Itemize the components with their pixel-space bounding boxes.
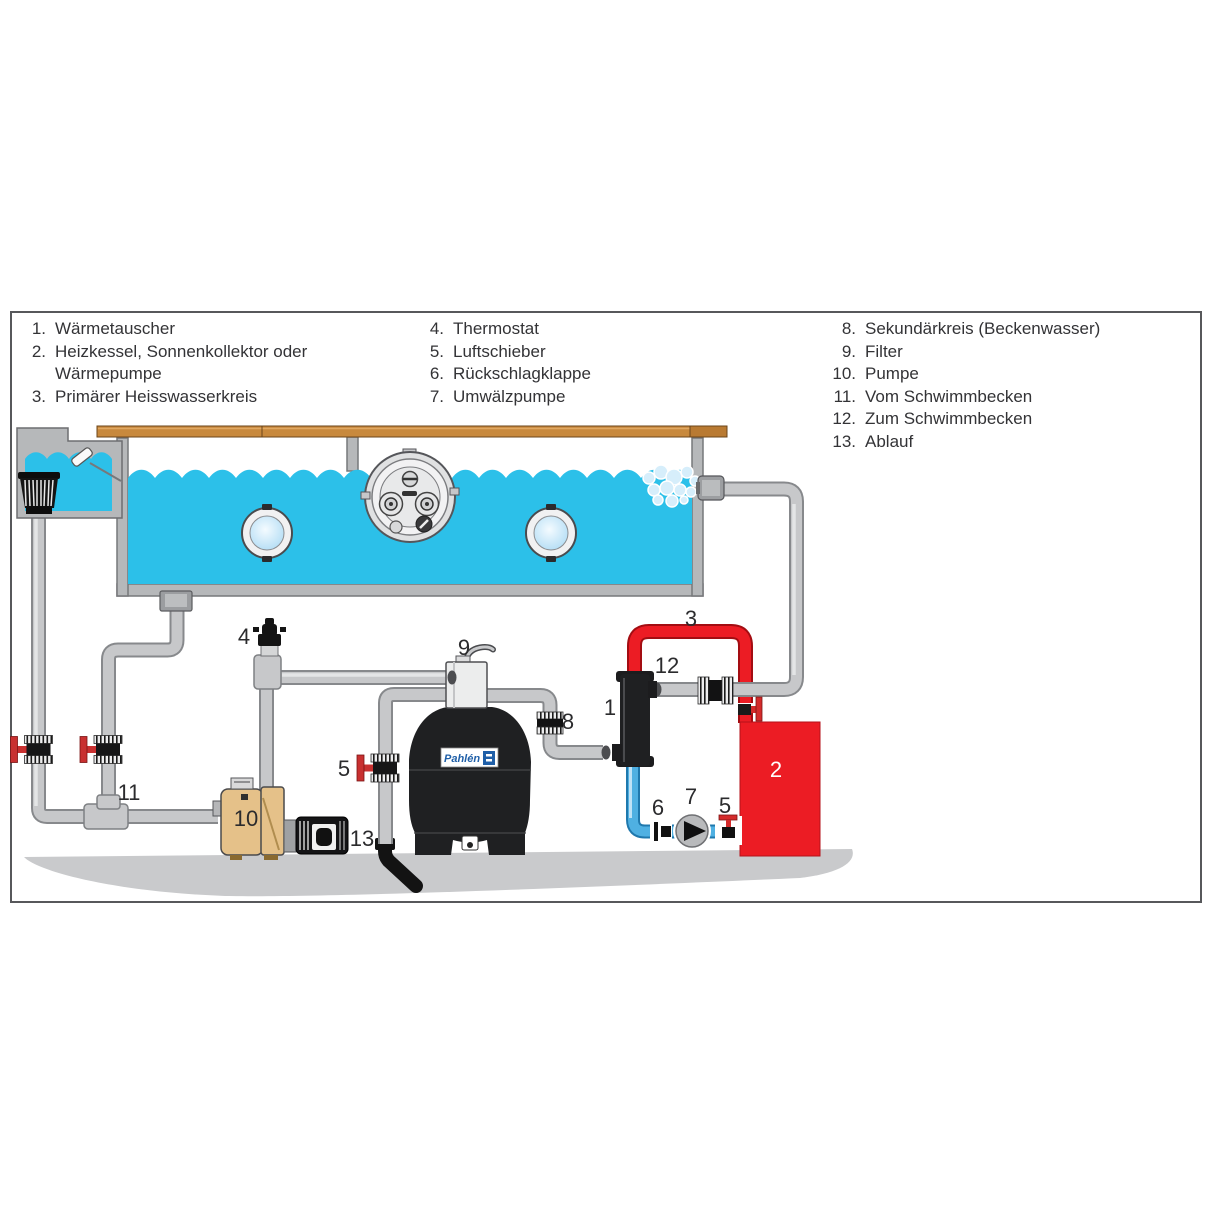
pool-bottom-wall [116, 583, 704, 597]
legend-column-2: 4. Thermostat 5. Luftschieber 6. Rückschlag… [408, 318, 591, 408]
union-coupling-8 [536, 711, 564, 735]
legend-column-3: 8.Sekundärkreis (Beckenwasser) 9.Filter … [816, 318, 1100, 453]
legend-number: 4. [429, 319, 444, 338]
pool-drain-fitting [159, 590, 193, 612]
legend-item: 10. Pumpe [816, 363, 1100, 386]
legend-text: Sekundärkreis (Beckenwasser) [865, 319, 1101, 338]
secondary-return-pipe [626, 760, 741, 839]
jet-unit [360, 448, 460, 543]
legend-column-1: 1. Wärmetauscher 2. Heizkessel, Sonnenkoll… [14, 318, 308, 409]
boiler [739, 721, 821, 857]
legend-item: 6. Rückschlagklappe [408, 363, 591, 386]
label-2: 2 [770, 757, 782, 782]
legend-number: 12. [832, 409, 856, 428]
strainer-basket [18, 472, 60, 514]
legend-text: Ablauf [865, 431, 914, 451]
legend-text: Rückschlagklappe [453, 364, 591, 383]
diagram-labels: 4 9 3 12 1 8 11 5 10 13 6 7 5 2 [118, 606, 783, 851]
label-13: 13 [350, 826, 374, 851]
ground [24, 849, 853, 897]
legend-item: 11. Vom Schwimmbecken [816, 386, 1100, 409]
legend-item: 5. Luftschieber [408, 341, 591, 364]
label-5b: 5 [719, 793, 731, 818]
pool-light [525, 504, 577, 562]
legend-text: Wärmetauscher [55, 319, 175, 338]
legend-number: 1. [31, 319, 46, 338]
pool-right-wall [691, 437, 704, 597]
label-1: 1 [604, 695, 616, 720]
legend-text: Pumpe [865, 364, 919, 383]
label-12: 12 [655, 653, 679, 678]
inlet-bubbles [642, 464, 701, 508]
label-6: 6 [652, 795, 664, 820]
legend-item: 7. Umwälzpumpe [408, 386, 591, 409]
deck-support [346, 436, 359, 472]
heat-exchanger [612, 671, 657, 767]
legend-item: 2. Heizkessel, Sonnenkollektor oder [14, 341, 308, 364]
legend-item: 1. Wärmetauscher [14, 318, 307, 341]
diagram-frame [10, 311, 1202, 903]
pool-light [241, 504, 293, 562]
legend-item: 12. Zum Schwimmbecken [816, 408, 1100, 431]
label-5a: 5 [338, 756, 350, 781]
legend-number: 9. [841, 341, 856, 361]
filter-logo: Pahlén [440, 747, 499, 768]
legend-text: Luftschieber [453, 341, 546, 361]
pipe-socket [601, 745, 611, 760]
filter-vessel [409, 707, 531, 855]
label-11: 11 [118, 780, 141, 805]
thermostat [253, 618, 286, 690]
label-7: 7 [685, 784, 697, 809]
pool-pump [212, 777, 349, 860]
legend-text: Heizkessel, Sonnenkollektor oder [55, 341, 308, 361]
legend-number: 2. [31, 341, 46, 361]
legend-item: 3. Primärer Heisswasserkreis [14, 386, 307, 409]
label-4: 4 [238, 624, 250, 649]
label-9: 9 [458, 635, 470, 660]
legend-text: Primärer Heisswasserkreis [55, 386, 258, 406]
shutoff-valve-waste [356, 753, 400, 783]
legend-text: Wärmepumpe [55, 364, 162, 383]
check-valve [650, 818, 672, 845]
weir-flap [71, 447, 93, 467]
label-10: 10 [234, 806, 258, 831]
tee-fitting [83, 794, 129, 830]
legend-number: 6. [429, 364, 444, 383]
inlet-fitting [696, 475, 725, 501]
legend-item: Wärmepumpe [14, 363, 307, 386]
deck-plank [96, 425, 728, 438]
air-valve-right [715, 814, 742, 845]
legend-text: Filter [865, 341, 903, 361]
label-3: 3 [685, 606, 697, 631]
legend-number: 5. [429, 341, 444, 361]
legend-text: Thermostat [453, 319, 539, 338]
legend-number: 11. [833, 386, 856, 406]
legend-item: 8. Sekundärkreis (Beckenwasser) [816, 318, 1100, 341]
legend-number: 10. [832, 364, 856, 383]
circulation-pump [673, 812, 711, 850]
label-8: 8 [562, 709, 574, 734]
svg-text:Pahlén: Pahlén [444, 753, 480, 765]
shutoff-valve-left [10, 735, 53, 764]
overflow-tank [16, 427, 123, 519]
legend-number: 8. [841, 319, 856, 338]
legend-number: 13. [832, 431, 856, 451]
filter-multiport-valve [445, 644, 496, 709]
legend-item: 13. Ablauf [816, 431, 1100, 454]
boiler-valve [738, 696, 763, 722]
legend-item: 4. Thermostat [408, 318, 591, 341]
legend-item: 9. Filter [816, 341, 1100, 364]
legend-text: Umwälzpumpe [453, 386, 566, 406]
legend-number: 3. [31, 386, 46, 406]
legend-text: Vom Schwimmbecken [865, 386, 1033, 406]
union-coupling-12 [697, 676, 734, 705]
shutoff-valve-drain-line [79, 735, 123, 764]
legend-number: 7. [429, 386, 444, 406]
legend-text: Zum Schwimmbecken [865, 409, 1033, 428]
